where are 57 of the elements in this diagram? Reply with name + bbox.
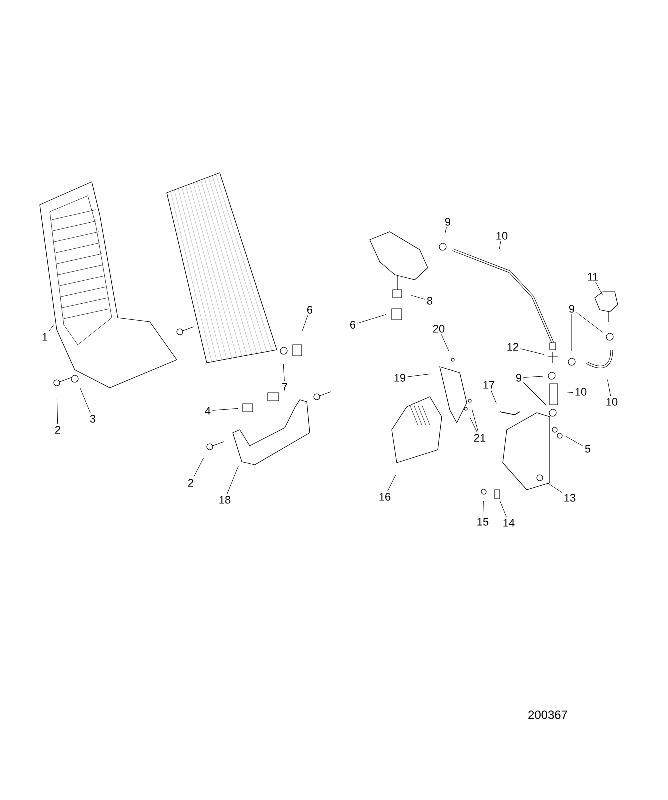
figure-number: 200367 [528, 710, 568, 720]
callout-number: 13 [564, 494, 576, 502]
leader-line [482, 500, 484, 517]
leader-line [490, 390, 497, 404]
callout-number: 7 [282, 383, 288, 391]
leader-line [388, 474, 396, 492]
callout-number: 1 [42, 333, 48, 341]
callout-number: 20 [433, 325, 445, 333]
leader-line [358, 314, 387, 324]
leader-line [194, 458, 204, 478]
callout-number: 15 [478, 518, 489, 526]
callout-number: 19 [394, 374, 406, 382]
leader-line [411, 295, 426, 300]
callout-number: 21 [474, 434, 486, 442]
callout-number: 16 [380, 493, 391, 501]
leader-line [444, 227, 447, 234]
leader-line [212, 408, 238, 411]
callout-number: 4 [205, 407, 211, 415]
leader-line [499, 241, 502, 250]
callout-number: 3 [90, 415, 96, 423]
leader-line [524, 376, 544, 378]
callout-number: 18 [220, 496, 231, 504]
leader-line [56, 398, 58, 425]
callout-number: 10 [576, 388, 587, 396]
callout-number: 9 [445, 218, 451, 226]
callout-number: 6 [350, 321, 356, 329]
callout-number: 2 [188, 479, 194, 487]
leader-line [441, 334, 450, 352]
leader-line [80, 388, 91, 414]
callout-number: 9 [516, 374, 522, 382]
callout-number: 9 [569, 305, 575, 313]
leader-line [576, 312, 604, 333]
leader-line [566, 392, 574, 394]
callout-number: 10 [496, 232, 508, 240]
leader-line [524, 382, 547, 406]
leader-line [227, 466, 239, 495]
callout-number: 2 [56, 426, 60, 434]
leader-line [596, 282, 603, 296]
callout-number: 5 [585, 445, 591, 453]
callout-number: 10 [606, 398, 618, 406]
leader-line [408, 374, 432, 378]
leader-line [607, 380, 612, 397]
leader-line [520, 348, 545, 356]
callout-number: 17 [484, 381, 495, 389]
callout-number: 11 [588, 273, 598, 281]
leader-line [283, 364, 285, 382]
leader-line [302, 315, 308, 333]
leader-line [48, 324, 55, 332]
leader-line [547, 482, 562, 494]
leader-line [500, 501, 508, 518]
leader-line [566, 436, 584, 447]
leader-line [470, 416, 478, 433]
leader-line [472, 409, 479, 433]
callout-number: 14 [504, 519, 515, 527]
callout-number: 12 [508, 343, 519, 351]
callout-number: 6 [308, 306, 313, 314]
callout-number: 8 [427, 297, 433, 305]
